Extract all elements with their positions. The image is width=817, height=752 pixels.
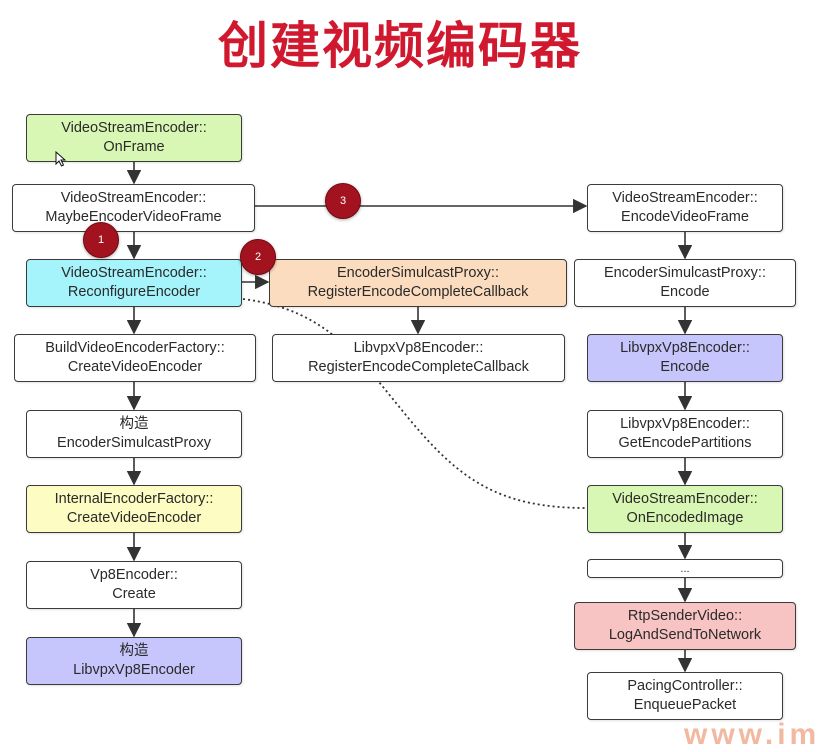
node-libvpx-partitions: LibvpxVp8Encoder:: GetEncodePartitions xyxy=(587,410,783,458)
node-label: LibvpxVp8Encoder:: Encode xyxy=(620,340,750,375)
node-vse-onframe: VideoStreamEncoder:: OnFrame xyxy=(26,114,242,162)
step-badge-1: 1 xyxy=(83,222,119,258)
node-label: BuildVideoEncoderFactory:: CreateVideoEn… xyxy=(45,340,225,375)
node-rtp-log: RtpSenderVideo:: LogAndSendToNetwork xyxy=(574,602,796,650)
node-vse-reconfigure: VideoStreamEncoder:: ReconfigureEncoder xyxy=(26,259,242,307)
mouse-cursor-icon xyxy=(55,151,67,167)
node-construct-libvpx: 构造 LibvpxVp8Encoder xyxy=(26,637,242,685)
node-bvef-create: BuildVideoEncoderFactory:: CreateVideoEn… xyxy=(14,334,256,382)
node-label: PacingController:: EnqueuePacket xyxy=(627,678,743,713)
node-label: Vp8Encoder:: Create xyxy=(90,567,178,602)
watermark: www.im xyxy=(684,718,817,751)
node-label: VideoStreamEncoder:: OnFrame xyxy=(61,120,207,155)
node-vp8-create: Vp8Encoder:: Create xyxy=(26,561,242,609)
step-badge-3: 3 xyxy=(325,183,361,219)
node-label: VideoStreamEncoder:: EncodeVideoFrame xyxy=(612,190,758,225)
node-ellipsis: ... xyxy=(587,559,783,578)
node-label: ... xyxy=(680,562,690,575)
node-label: EncoderSimulcastProxy:: Encode xyxy=(604,265,766,300)
node-label: InternalEncoderFactory:: CreateVideoEnco… xyxy=(54,491,214,526)
node-label: 构造 LibvpxVp8Encoder xyxy=(73,643,195,678)
node-libvpx-encode: LibvpxVp8Encoder:: Encode xyxy=(587,334,783,382)
node-label: VideoStreamEncoder:: ReconfigureEncoder xyxy=(61,265,207,300)
node-label: VideoStreamEncoder:: MaybeEncoderVideoFr… xyxy=(45,190,222,225)
node-esp-encode: EncoderSimulcastProxy:: Encode xyxy=(574,259,796,307)
node-label: VideoStreamEncoder:: OnEncodedImage xyxy=(612,491,758,526)
node-vse-encodeframe: VideoStreamEncoder:: EncodeVideoFrame xyxy=(587,184,783,232)
node-libvpx-register: LibvpxVp8Encoder:: RegisterEncodeComplet… xyxy=(272,334,565,382)
step-badge-2: 2 xyxy=(240,239,276,275)
node-label: LibvpxVp8Encoder:: GetEncodePartitions xyxy=(618,416,752,451)
node-esp-register: EncoderSimulcastProxy:: RegisterEncodeCo… xyxy=(269,259,567,307)
dotted-edge-vse-reconfigure-to-vse-onencoded xyxy=(242,298,587,509)
page-title: 创建视频编码器 xyxy=(218,17,582,75)
node-construct-esp: 构造 EncoderSimulcastProxy xyxy=(26,410,242,458)
node-label: 构造 EncoderSimulcastProxy xyxy=(57,416,211,451)
node-pacing-enqueue: PacingController:: EnqueuePacket xyxy=(587,672,783,720)
node-label: EncoderSimulcastProxy:: RegisterEncodeCo… xyxy=(307,265,529,300)
node-vse-maybe: VideoStreamEncoder:: MaybeEncoderVideoFr… xyxy=(12,184,255,232)
node-label: LibvpxVp8Encoder:: RegisterEncodeComplet… xyxy=(308,340,529,375)
node-label: RtpSenderVideo:: LogAndSendToNetwork xyxy=(608,608,762,643)
node-vse-onencoded: VideoStreamEncoder:: OnEncodedImage xyxy=(587,485,783,533)
node-ief-create: InternalEncoderFactory:: CreateVideoEnco… xyxy=(26,485,242,533)
